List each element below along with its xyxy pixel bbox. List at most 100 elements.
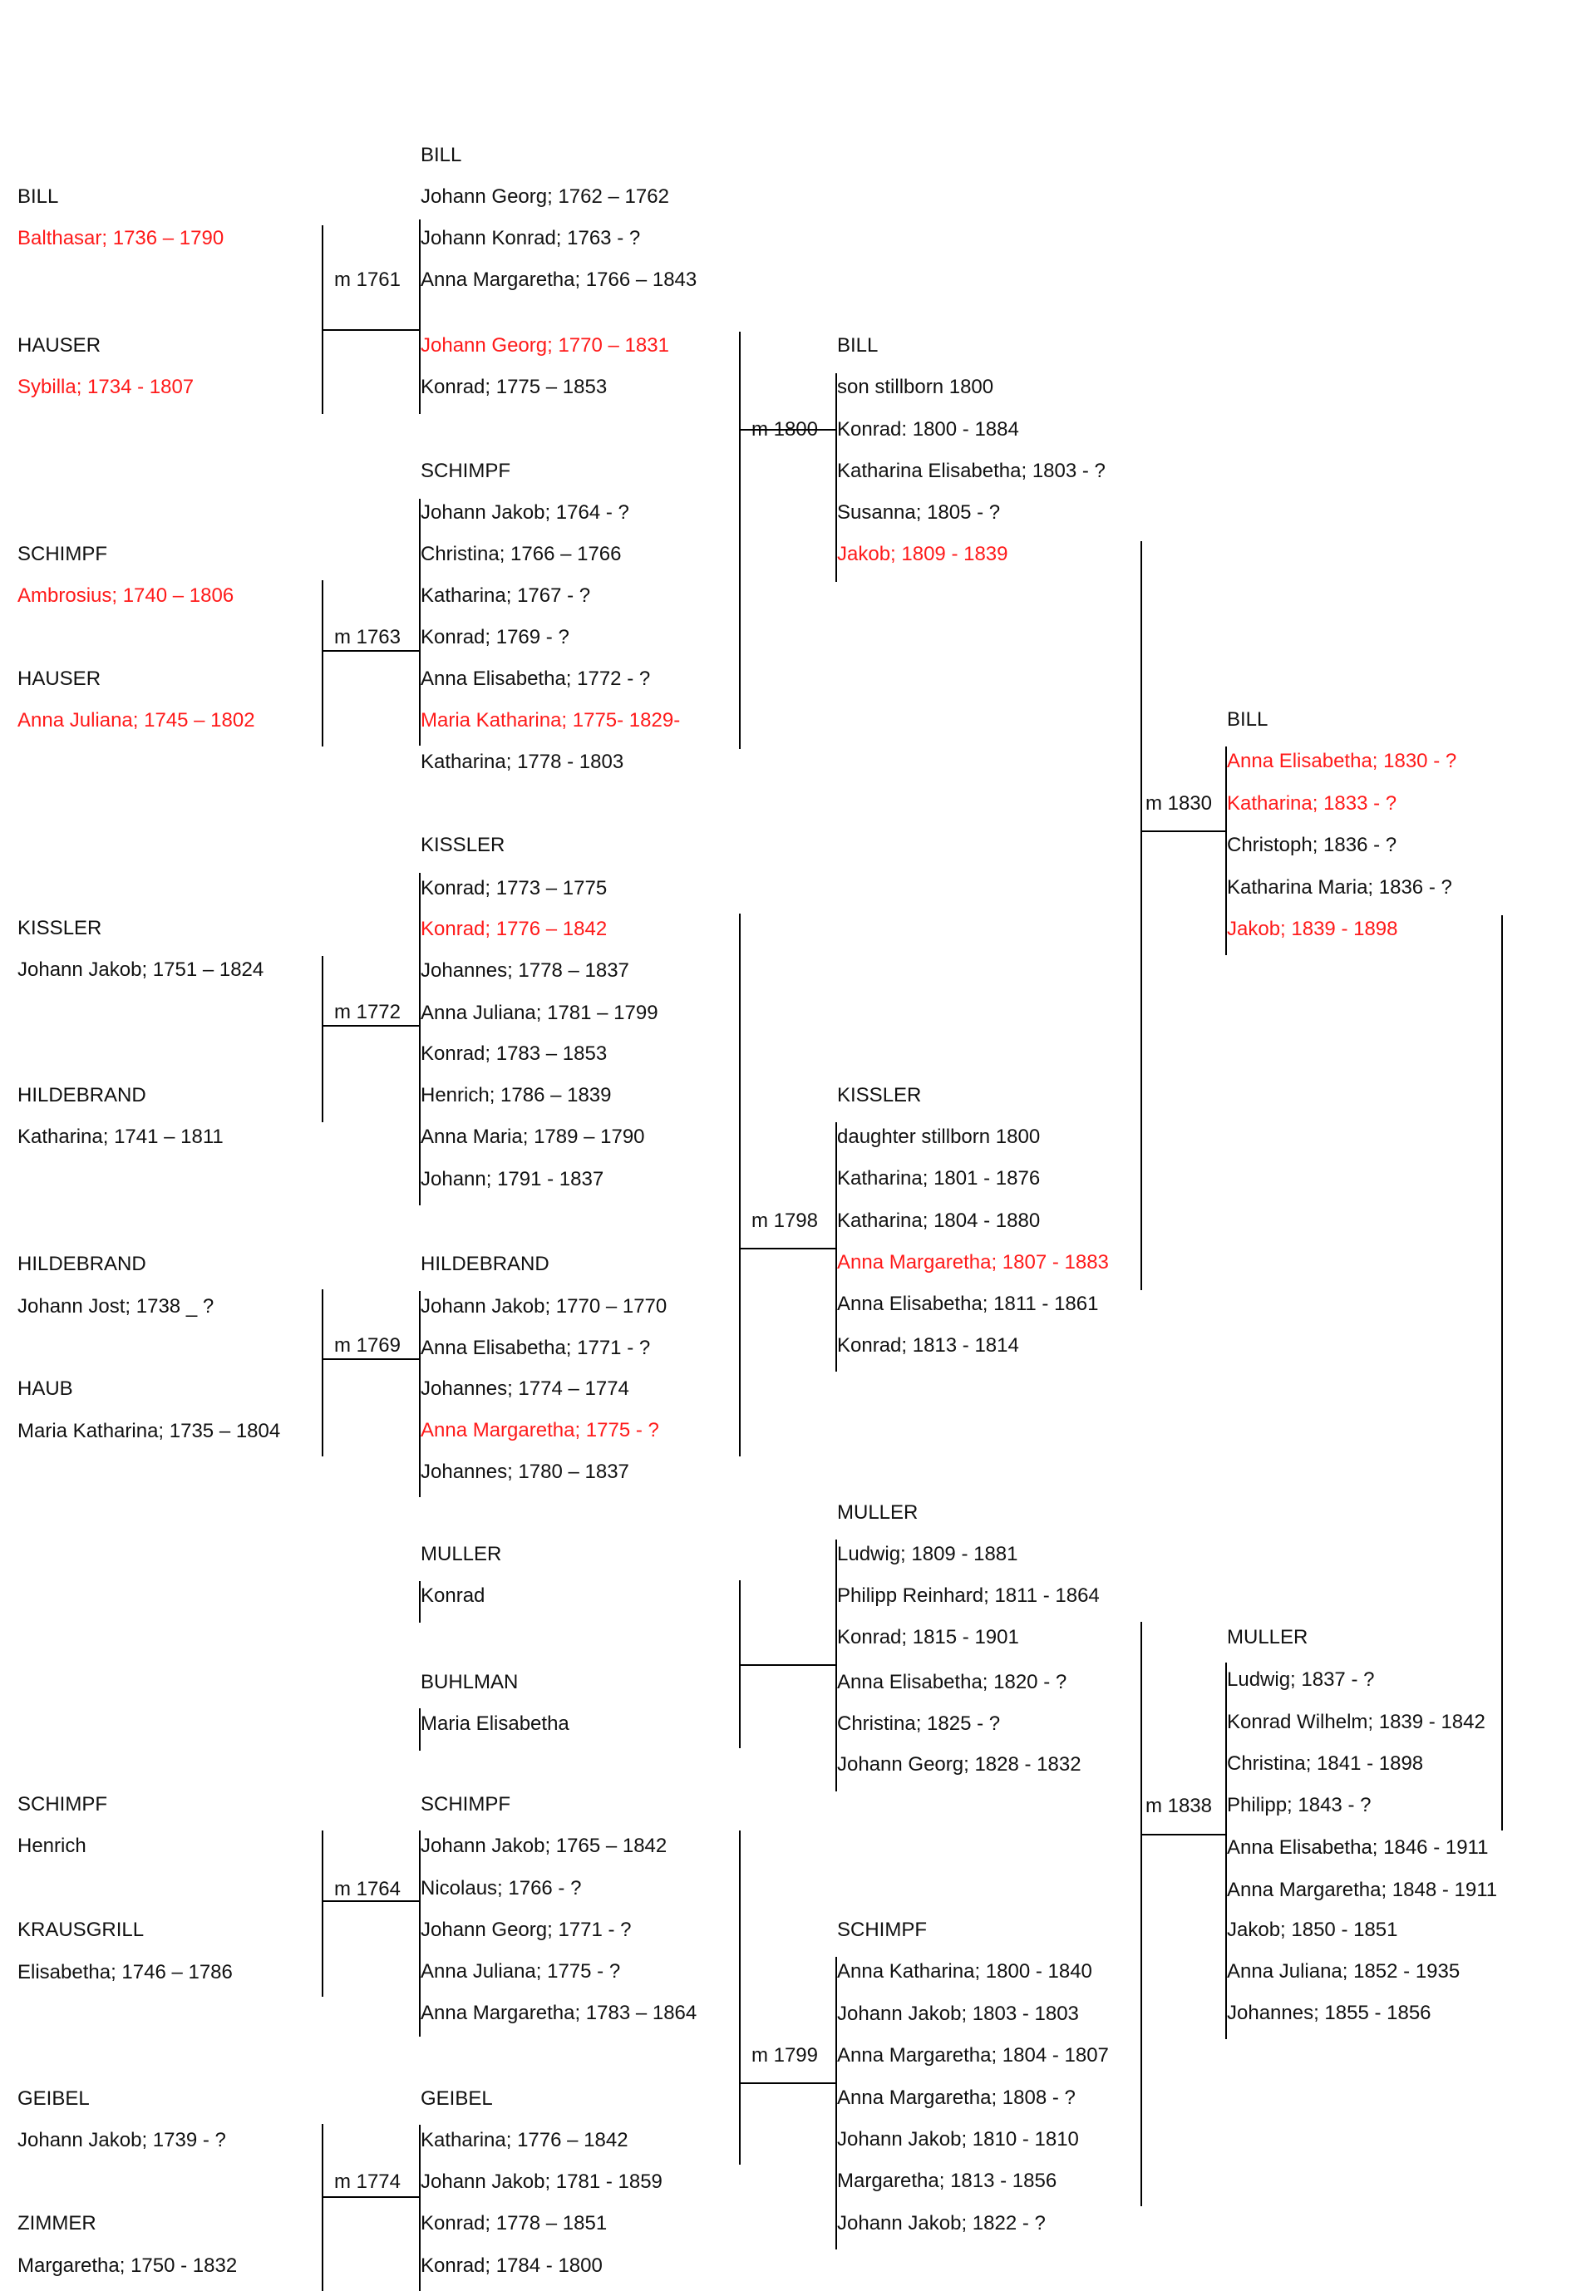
child-entry: Johannes; 1774 – 1774	[421, 1377, 629, 1400]
child-entry: Anna Elisabetha; 1772 - ?	[421, 668, 651, 690]
child-entry: daughter stillborn 1800	[837, 1126, 1041, 1148]
child-entry: Nicolaus; 1766 - ?	[421, 1877, 582, 1899]
child-entry: Christina; 1825 - ?	[837, 1712, 1001, 1735]
family-surname: SCHIMPF	[421, 460, 510, 482]
child-entry: Anna Margaretha; 1807 - 1883	[837, 1251, 1109, 1274]
couple-bracket	[1140, 541, 1142, 1290]
child-entry: Katharina; 1801 - 1876	[837, 1167, 1041, 1190]
couple-bracket	[322, 1830, 323, 1997]
ancestor-name: Maria Katharina; 1735 – 1804	[17, 1420, 281, 1442]
child-entry: Konrad; 1815 - 1901	[837, 1626, 1019, 1648]
ancestor-surname: HAUSER	[17, 668, 101, 690]
child-entry: son stillborn 1800	[837, 376, 994, 398]
child-entry: Christoph; 1836 - ?	[1227, 834, 1397, 856]
child-entry: Philipp; 1843 - ?	[1227, 1794, 1372, 1816]
ancestor-surname: HAUB	[17, 1377, 73, 1400]
child-entry: Konrad; 1813 - 1814	[837, 1334, 1019, 1357]
ancestor-name: Ambrosius; 1740 – 1806	[17, 584, 234, 607]
children-bar	[419, 1830, 421, 2037]
child-entry: Anna Elisabetha; 1771 - ?	[421, 1337, 651, 1359]
ancestor-name: Henrich	[17, 1835, 86, 1857]
child-entry: Johannes; 1778 – 1837	[421, 959, 629, 982]
child-entry: Johann Jakob; 1781 - 1859	[421, 2170, 663, 2193]
couple-bracket	[322, 956, 323, 1122]
family-surname: SCHIMPF	[421, 1793, 510, 1816]
child-entry: Anna Elisabetha; 1846 - 1911	[1227, 1836, 1489, 1859]
ancestor-surname: BILL	[17, 185, 59, 208]
children-bar	[835, 1957, 837, 2249]
marriage-connector	[323, 329, 420, 331]
child-entry: Maria Katharina; 1775- 1829-	[421, 709, 681, 732]
marriage-connector	[323, 1358, 420, 1360]
child-entry: Johann Jakob; 1764 - ?	[421, 501, 629, 524]
child-entry: Katharina; 1767 - ?	[421, 584, 591, 607]
child-entry: Anna Elisabetha; 1830 - ?	[1227, 750, 1457, 772]
children-bar	[419, 1291, 421, 1497]
ancestor-surname: SCHIMPF	[17, 1793, 107, 1816]
marriage-connector	[323, 2196, 420, 2198]
child-entry: Maria Elisabetha	[421, 1712, 569, 1735]
child-entry: Johann Jakob; 1803 - 1803	[837, 2003, 1079, 2025]
child-entry: Anna Juliana; 1852 - 1935	[1227, 1960, 1461, 1983]
ancestor-name: Margaretha; 1750 - 1832	[17, 2254, 238, 2277]
ancestor-name: Johann Jost; 1738 _ ?	[17, 1295, 214, 1318]
child-entry: Anna Juliana; 1775 - ?	[421, 1960, 621, 1983]
child-entry: Katharina; 1833 - ?	[1227, 792, 1397, 815]
ancestor-name: Balthasar; 1736 – 1790	[17, 227, 224, 249]
child-entry: Philipp Reinhard; 1811 - 1864	[837, 1584, 1100, 1607]
marriage-connector	[740, 1248, 836, 1249]
child-entry: Anna Elisabetha; 1820 - ?	[837, 1671, 1067, 1693]
ancestor-name: Johann Jakob; 1751 – 1824	[17, 958, 264, 981]
ancestor-surname: HAUSER	[17, 334, 101, 357]
child-entry: Anna Maria; 1789 – 1790	[421, 1126, 645, 1148]
children-bar	[1225, 746, 1227, 955]
ancestor-name: Sybilla; 1734 - 1807	[17, 376, 195, 398]
marriage-label: m 1799	[751, 2044, 818, 2067]
family-surname: BILL	[837, 334, 879, 357]
child-entry: Anna Margaretha; 1808 - ?	[837, 2087, 1076, 2109]
marriage-connector	[1141, 1834, 1226, 1835]
child-entry: Johann Jakob; 1770 – 1770	[421, 1295, 667, 1318]
family-surname: MULLER	[421, 1543, 502, 1565]
ancestor-name: Elisabetha; 1746 – 1786	[17, 1961, 233, 1983]
child-entry: Christina; 1766 – 1766	[421, 543, 622, 565]
child-entry: Katharina Maria; 1836 - ?	[1227, 876, 1452, 899]
child-entry: Konrad: 1800 - 1884	[837, 418, 1019, 441]
child-entry: Jakob; 1809 - 1839	[837, 543, 1008, 565]
children-bar	[835, 1122, 837, 1372]
child-entry: Konrad Wilhelm; 1839 - 1842	[1227, 1711, 1485, 1733]
child-entry: Susanna; 1805 - ?	[837, 501, 1001, 524]
couple-bracket	[1501, 915, 1503, 1830]
couple-bracket	[322, 225, 323, 414]
couple-bracket	[322, 1289, 323, 1456]
children-bar	[419, 873, 421, 1205]
child-entry: Margaretha; 1813 - 1856	[837, 2170, 1057, 2192]
marriage-label: m 1838	[1145, 1795, 1212, 1817]
child-entry: Konrad; 1783 – 1853	[421, 1042, 608, 1065]
family-surname: MULLER	[837, 1501, 919, 1524]
ancestor-surname: ZIMMER	[17, 2212, 96, 2234]
couple-bracket	[739, 914, 741, 1456]
children-bar	[419, 219, 421, 414]
children-bar	[419, 1708, 421, 1751]
family-surname: BILL	[421, 144, 462, 166]
child-entry: Anna Margaretha; 1848 - 1911	[1227, 1879, 1498, 1901]
child-entry: Johann Jakob; 1822 - ?	[837, 2212, 1046, 2234]
child-entry: Johann; 1791 - 1837	[421, 1168, 604, 1190]
marriage-label: m 1830	[1145, 792, 1212, 815]
child-entry: Johannes; 1855 - 1856	[1227, 2002, 1431, 2024]
child-entry: Katharina; 1776 – 1842	[421, 2129, 628, 2151]
child-entry: Konrad; 1775 – 1853	[421, 376, 608, 398]
ancestor-surname: KISSLER	[17, 917, 102, 939]
child-entry: Konrad	[421, 1584, 485, 1607]
family-surname: MULLER	[1227, 1626, 1308, 1648]
marriage-connector	[740, 1664, 836, 1666]
family-surname: HILDEBRAND	[421, 1253, 549, 1275]
child-entry: Anna Elisabetha; 1811 - 1861	[837, 1293, 1099, 1315]
couple-bracket	[322, 580, 323, 746]
child-entry: Konrad; 1769 - ?	[421, 626, 569, 648]
child-entry: Johann Konrad; 1763 - ?	[421, 227, 641, 249]
children-bar	[1225, 1663, 1227, 2039]
marriage-label: m 1769	[333, 1334, 401, 1357]
